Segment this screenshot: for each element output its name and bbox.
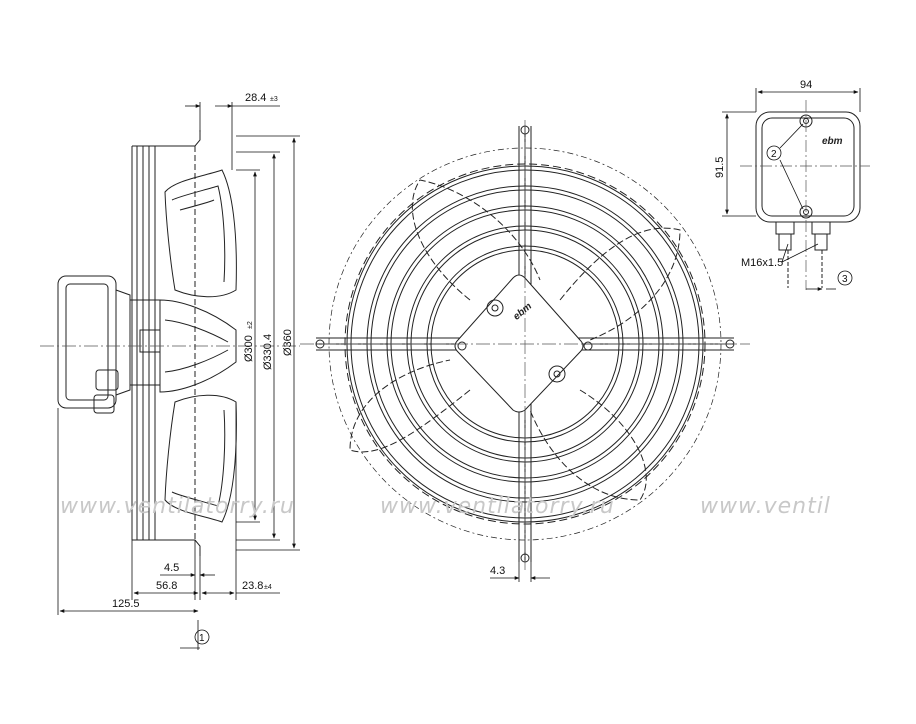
side-dim-labels: 28.4 ±3 Ø300 ±2 Ø330.4 Ø360 4.5 56.8 23.…	[112, 92, 294, 645]
dim-dia-360: Ø360	[282, 329, 294, 356]
front-view	[300, 120, 750, 570]
dim-dia-330-4: Ø330.4	[262, 334, 274, 370]
dim-94: 94	[800, 79, 812, 91]
front-dimensions	[490, 562, 550, 582]
dim-28-4: 28.4	[245, 92, 266, 104]
note-circle-1	[194, 629, 210, 645]
note-1: 1	[199, 633, 205, 644]
box-view	[740, 100, 870, 290]
dim-dia-300: Ø300	[243, 335, 255, 362]
dim-dia-300-tol: ±2	[247, 321, 254, 329]
fan-blades-side	[159, 169, 237, 523]
watermark-text-2: www.ventilatorry.ru	[380, 494, 615, 519]
note-3: 3	[842, 274, 848, 285]
note-2: 2	[771, 149, 777, 160]
motor-housing	[57, 275, 161, 414]
dim-56-8: 56.8	[156, 580, 177, 592]
side-dimensions	[57, 102, 300, 650]
watermark: www.ventilatorry.ru www.ventilatorry.ru …	[60, 494, 831, 519]
dim-125-5: 125.5	[112, 598, 140, 610]
watermark-text-1: www.ventilatorry.ru	[60, 494, 295, 519]
dim-4-5: 4.5	[164, 562, 179, 574]
dim-28-4-tol: ±3	[270, 96, 278, 103]
fan-blades-front	[349, 179, 681, 501]
box-dimensions	[722, 88, 861, 291]
dim-91-5: 91.5	[714, 157, 726, 178]
thread-label: M16x1.5	[741, 257, 783, 269]
side-guard	[131, 130, 201, 556]
hub-plate	[454, 274, 593, 413]
dim-23-8: 23.8	[242, 580, 263, 592]
watermark-text-3: www.ventil	[700, 494, 831, 519]
box-logo: ebm	[822, 136, 843, 147]
note-circle-2	[766, 145, 782, 161]
dim-4-3: 4.3	[490, 565, 505, 577]
note-circle-3	[837, 270, 853, 286]
dim-23-8-tol: ±4	[264, 584, 272, 591]
side-view	[40, 130, 300, 556]
